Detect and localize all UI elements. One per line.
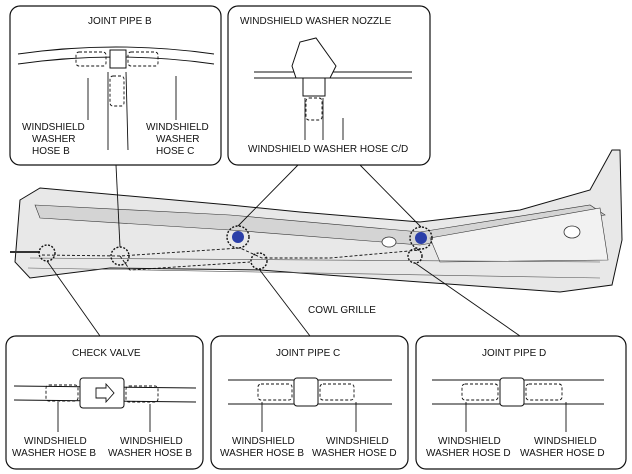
nozzle-bottom-label: WINDSHIELD WASHER HOSE C/D (248, 144, 408, 155)
joint-pipe-d-left-2: WASHER HOSE D (426, 448, 511, 459)
joint-pipe-c-right-2: WASHER HOSE D (312, 448, 397, 459)
check-valve-left-2: WASHER HOSE B (12, 448, 96, 459)
joint-pipe-b-left-3: HOSE B (32, 146, 70, 157)
joint-pipe-b-right-1: WINDSHIELD (146, 122, 209, 133)
joint-pipe-b-right-2: WASHER (156, 134, 200, 145)
joint-pipe-c-title: JOINT PIPE C (276, 348, 340, 359)
check-valve-title: CHECK VALVE (72, 348, 141, 359)
detail-joint-pipe-b: JOINT PIPE B WINDSHIELD WASHER HOSE B WI… (9, 5, 222, 166)
nozzle-marker-left (232, 231, 244, 243)
detail-washer-nozzle: WINDSHIELD WASHER NOZZLE WINDSHIELD WASH… (227, 5, 431, 166)
joint-pipe-c-right-1: WINDSHIELD (326, 436, 389, 447)
detail-joint-pipe-c: JOINT PIPE C WINDSHIELD WASHER HOSE B WI… (210, 335, 409, 470)
joint-pipe-d-right-2: WASHER HOSE D (520, 448, 605, 459)
joint-pipe-b-title: JOINT PIPE B (88, 16, 152, 27)
joint-pipe-b-left-2: WASHER (32, 134, 76, 145)
joint-pipe-d-title: JOINT PIPE D (482, 348, 546, 359)
check-valve-right-1: WINDSHIELD (120, 436, 183, 447)
joint-pipe-d-left-1: WINDSHIELD (438, 436, 501, 447)
cowl-grille-label: COWL GRILLE (308, 305, 376, 316)
joint-pipe-b-left-1: WINDSHIELD (22, 122, 85, 133)
detail-joint-pipe-d: JOINT PIPE D WINDSHIELD WASHER HOSE D WI… (415, 335, 627, 470)
nozzle-marker-right (415, 232, 427, 244)
joint-pipe-c-left-1: WINDSHIELD (232, 436, 295, 447)
check-valve-right-2: WASHER HOSE B (108, 448, 192, 459)
joint-pipe-d-right-1: WINDSHIELD (534, 436, 597, 447)
check-valve-left-1: WINDSHIELD (24, 436, 87, 447)
nozzle-title: WINDSHIELD WASHER NOZZLE (240, 16, 392, 27)
detail-check-valve: CHECK VALVE WINDSHIELD WASHER HOSE B WIN… (5, 335, 204, 470)
cowl-grille-illustration (10, 149, 623, 293)
leader-lines (46, 164, 521, 337)
joint-pipe-c-left-2: WASHER HOSE B (220, 448, 304, 459)
joint-pipe-b-right-3: HOSE C (156, 146, 194, 157)
